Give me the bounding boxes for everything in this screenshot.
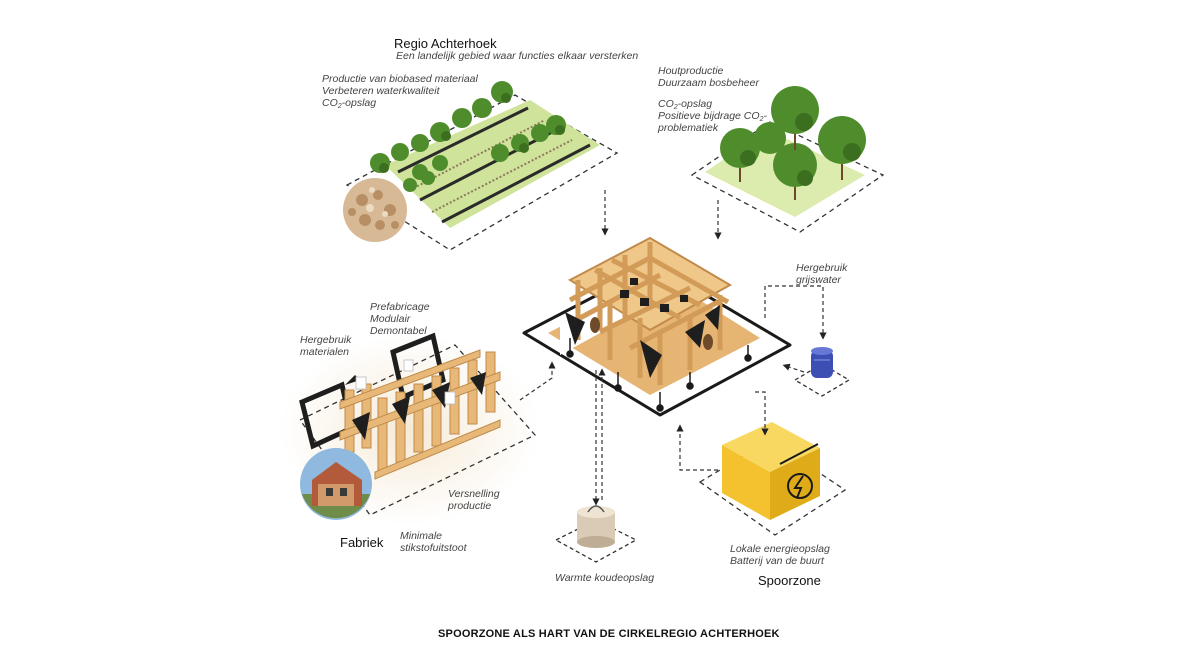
spoorzone-title: Spoorzone (758, 573, 821, 588)
arrow-greywater-to-platform (782, 363, 805, 373)
energy-label-1: Lokale energieopslag (730, 543, 830, 555)
arrow-platform-to-greywater (764, 285, 827, 340)
forest-label-problematiek: problematiek (658, 122, 719, 134)
farm-label-co2: CO2-opslag (322, 97, 377, 110)
farm-field (343, 81, 619, 251)
greywater-tank (793, 347, 851, 397)
factory-label-reuse-2: materialen (300, 346, 350, 358)
greywater-label-1: Hergebruik (796, 262, 848, 274)
factory-title: Fabriek (340, 535, 384, 550)
forest-label-co2: CO2-opslag (658, 98, 713, 111)
greywater-label-2: grijswater (796, 274, 841, 286)
forest-label-wood: Houtproductie (658, 65, 724, 77)
forest-label-positive: Positieve bijdrage CO2- (658, 110, 767, 123)
factory-label-nitrogen-2: stikstofuitstoot (400, 542, 467, 554)
factory-label-speed-2: productie (448, 500, 492, 512)
factory-label-speed-1: Versnelling (448, 488, 500, 500)
arrow-battery-to-platform (676, 424, 718, 471)
farm-label-water: Verbeteren waterkwaliteit (322, 85, 440, 97)
factory-label-modular: Modulair (370, 313, 411, 325)
foundation-piles (566, 338, 752, 412)
region-title: Regio Achterhoek (394, 36, 497, 51)
factory-label-nitrogen-1: Minimale (400, 530, 443, 542)
factory-zone (280, 332, 540, 525)
farm-label-biobased: Productie van biobased materiaal (322, 73, 478, 85)
energy-label-2: Batterij van de buurt (730, 555, 824, 567)
factory-label-prefab: Prefabricage (370, 301, 430, 313)
thermal-storage (554, 505, 638, 563)
flow-arrows (519, 190, 827, 506)
arrow-platform-to-battery (755, 391, 769, 436)
timber-frame-building (565, 236, 733, 385)
arrow-factory-to-platform (519, 361, 556, 401)
spoorzone-platform (522, 236, 792, 417)
battery-block (698, 422, 847, 536)
forest-label-management: Duurzaam bosbeheer (658, 77, 759, 89)
factory-label-demountable: Demontabel (370, 325, 427, 337)
thermal-label: Warmte koudeopslag (555, 572, 655, 584)
forest-plot (690, 86, 885, 233)
factory-label-reuse-1: Hergebruik (300, 334, 352, 346)
region-subtitle: Een landelijk gebied waar functies elkaa… (396, 50, 639, 62)
diagram-caption: SPOORZONE ALS HART VAN DE CIRKELREGIO AC… (438, 628, 780, 640)
